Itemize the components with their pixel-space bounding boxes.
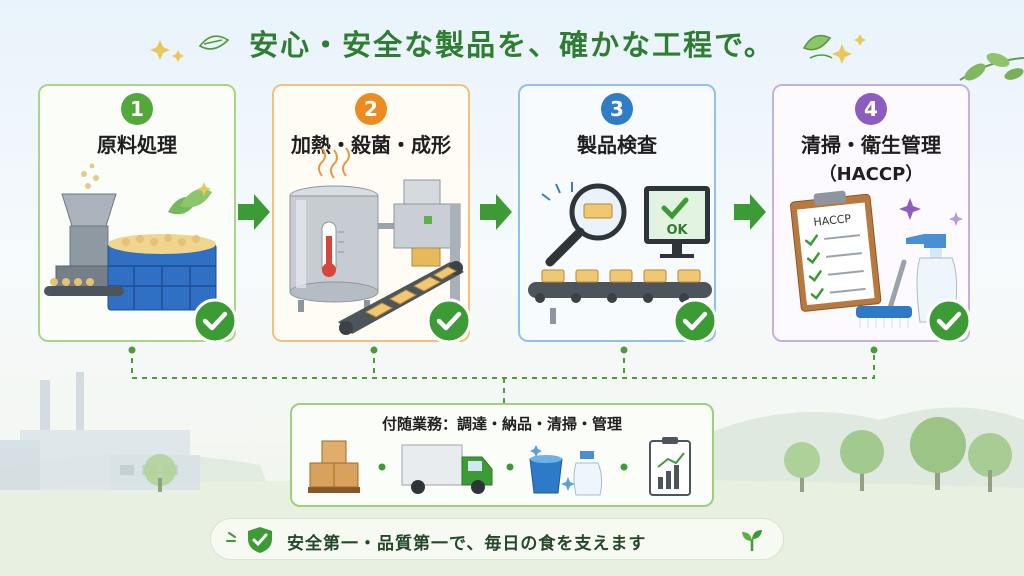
raw-material-machine-icon: [44, 163, 217, 311]
shield-check-icon: [248, 527, 272, 553]
step-number-badge: 2: [355, 93, 387, 125]
step-number-badge: 4: [855, 93, 887, 125]
support-tasks-title: 付随業務：調達・納品・清掃・管理: [381, 415, 622, 433]
sprout-icon: [742, 530, 762, 551]
monitor-ok-text: OK: [666, 223, 688, 238]
step-card-1: 1 原料処理: [38, 84, 238, 344]
check-icon: [426, 298, 472, 344]
step-title: 加熱・殺菌・成形: [291, 133, 451, 157]
heating-sterilizer-icon: [289, 147, 464, 335]
step-title: 原料処理: [97, 133, 177, 157]
truck-icon: [401, 444, 493, 494]
page-title: 安心・安全な製品を、確かな工程で。: [249, 28, 775, 62]
sparkle-icon: [150, 34, 866, 64]
step-subtitle: （HACCP）: [818, 164, 924, 185]
report-chart-icon: [649, 437, 691, 496]
step-card-3: 3 製品検査 OK: [518, 84, 718, 344]
motto-banner: 安全第一・品質第一で、毎日の食を支えます: [210, 518, 784, 560]
sparkle-lines-icon: [226, 532, 236, 542]
step-number-badge: 3: [601, 93, 633, 125]
support-tasks-box: 付随業務：調達・納品・清掃・管理: [290, 403, 714, 507]
arrow-right-icon: [734, 194, 766, 230]
step-card-4: 4 清掃・衛生管理 （HACCP） HACCP: [772, 84, 972, 344]
motto-text: 安全第一・品質第一で、毎日の食を支えます: [287, 534, 647, 554]
check-icon: [672, 298, 718, 344]
step-card-2: 2 加熱・殺菌・成形: [272, 84, 472, 344]
check-icon: [192, 298, 238, 344]
leaf-icon: [198, 34, 833, 59]
dashed-connector: [131, 348, 875, 403]
clipboard-haccp-text: HACCP: [813, 212, 852, 229]
step-title: 製品検査: [577, 133, 657, 157]
arrow-right-icon: [238, 194, 270, 230]
boxes-icon: [308, 440, 360, 493]
check-icon: [926, 298, 972, 344]
step-number-badge: 1: [121, 93, 153, 125]
inspection-icon: OK: [528, 182, 712, 324]
trees-icon: [144, 417, 1012, 492]
leaf-branch-icon: [959, 53, 1024, 81]
bucket-spray-icon: [529, 445, 603, 496]
cleaning-haccp-icon: HACCP: [790, 190, 963, 328]
support-tasks-icons: [308, 437, 691, 496]
step-title: 清掃・衛生管理: [801, 133, 941, 157]
arrow-right-icon: [480, 194, 512, 230]
